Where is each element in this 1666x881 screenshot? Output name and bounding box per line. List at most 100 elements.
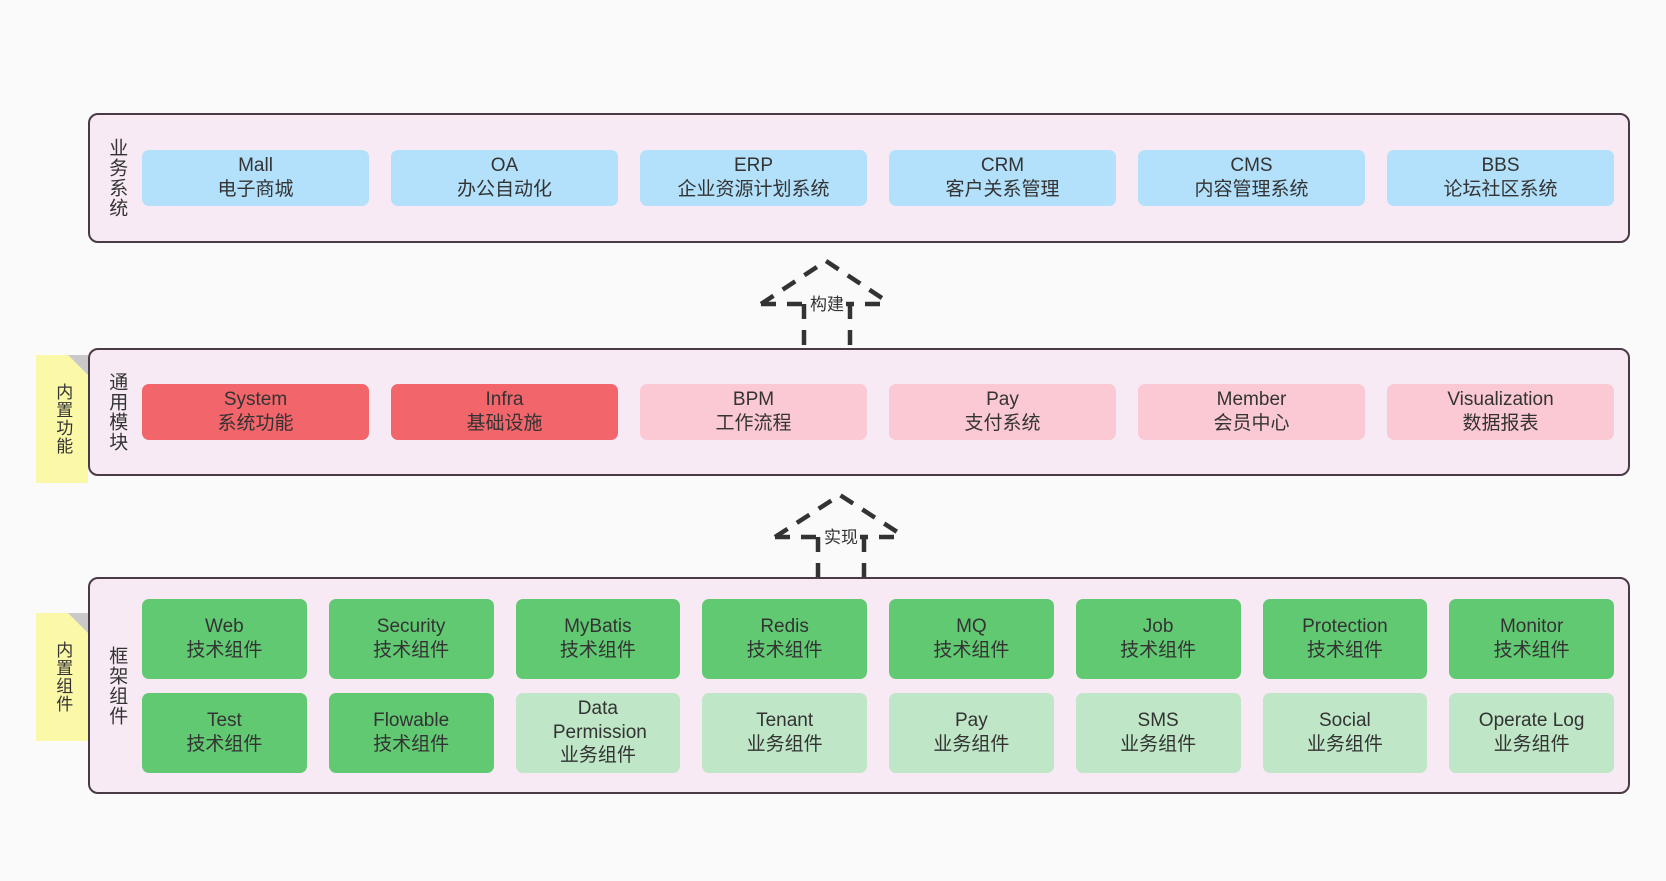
card-title: Visualization: [1447, 389, 1554, 411]
card-mq[interactable]: MQ 技术组件: [889, 598, 1054, 679]
card-member[interactable]: Member 会员中心: [1138, 384, 1365, 440]
card-title: MyBatis: [564, 615, 632, 637]
card-visualization[interactable]: Visualization 数据报表: [1387, 384, 1614, 440]
card-flowable[interactable]: Flowable 技术组件: [328, 692, 494, 773]
card-web[interactable]: Web 技术组件: [142, 598, 307, 679]
card-title: ERP: [733, 155, 774, 177]
card-title: BBS: [1481, 155, 1520, 177]
card-bpm[interactable]: BPM 工作流程: [640, 384, 867, 440]
card-subtitle: 支付系统: [964, 413, 1041, 434]
card-subtitle: 技术组件: [933, 639, 1010, 661]
card-subtitle: 业务组件: [746, 733, 823, 755]
layer-body-framework-component: Web 技术组件 Security 技术组件 MyBatis 技术组件 Redi…: [142, 579, 1628, 792]
layer-title-business-system: 业务系统: [106, 138, 128, 218]
page-fold-icon: [68, 355, 88, 375]
card-subtitle: 业务组件: [933, 733, 1010, 755]
card-subtitle: 技术组件: [1306, 639, 1383, 661]
connector-build: 构建: [756, 256, 906, 346]
note-text: 内置功能: [53, 383, 73, 455]
card-title: Mall: [238, 155, 273, 177]
card-crm[interactable]: CRM 客户关系管理: [889, 150, 1116, 206]
card-mall[interactable]: Mall 电子商城: [142, 150, 369, 206]
page-fold-icon: [68, 613, 88, 633]
card-subtitle: 技术组件: [373, 639, 450, 661]
card-subtitle: 内容管理系统: [1194, 179, 1309, 200]
card-title: Protection: [1302, 615, 1388, 637]
card-subtitle: 技术组件: [186, 639, 263, 661]
card-title: Web: [205, 615, 244, 637]
card-pay[interactable]: Pay 支付系统: [889, 384, 1116, 440]
card-subtitle: 数据报表: [1462, 413, 1539, 434]
card-social[interactable]: Social 业务组件: [1262, 692, 1428, 773]
card-oa[interactable]: OA 办公自动化: [391, 150, 618, 206]
connector-implement: 实现: [770, 490, 920, 578]
card-subtitle: 技术组件: [373, 733, 450, 755]
card-mybatis[interactable]: MyBatis 技术组件: [515, 598, 681, 679]
card-tenant[interactable]: Tenant 业务组件: [702, 692, 867, 773]
card-subtitle: 企业资源计划系统: [677, 179, 830, 200]
card-system[interactable]: System 系统功能: [142, 384, 369, 440]
connector-build-label: 构建: [808, 290, 846, 315]
card-title: MQ: [956, 615, 987, 637]
card-subtitle: 业务组件: [1493, 733, 1570, 755]
card-row: System 系统功能 Infra 基础设施 BPM 工作流程 Pay 支付系统…: [142, 384, 1614, 440]
card-protection[interactable]: Protection 技术组件: [1262, 598, 1428, 679]
card-title: CMS: [1230, 155, 1273, 177]
note-builtin-feature: 内置功能: [36, 355, 88, 483]
card-title: Operate Log: [1478, 709, 1585, 731]
card-title: System: [223, 389, 288, 411]
card-subtitle: 业务组件: [1120, 733, 1197, 755]
card-data-permission[interactable]: Data Permission 业务组件: [515, 692, 681, 773]
layer-framework-component: 框架组件 Web 技术组件 Security 技术组件 MyBatis 技术组件…: [88, 577, 1630, 794]
card-operate-log[interactable]: Operate Log 业务组件: [1449, 692, 1614, 773]
card-title: Monitor: [1499, 615, 1564, 637]
card-subtitle: 技术组件: [186, 733, 263, 755]
card-title: CRM: [980, 155, 1025, 177]
card-subtitle: 客户关系管理: [945, 179, 1060, 200]
card-title: Pay: [955, 709, 988, 731]
card-subtitle: 技术组件: [746, 639, 823, 661]
card-title: Redis: [760, 615, 809, 637]
card-subtitle: 技术组件: [1493, 639, 1570, 661]
card-security[interactable]: Security 技术组件: [328, 598, 494, 679]
note-builtin-component: 内置组件: [36, 613, 88, 741]
card-title: Infra: [485, 389, 524, 411]
card-subtitle: 业务组件: [559, 745, 636, 767]
card-pay-component[interactable]: Pay 业务组件: [889, 692, 1054, 773]
card-subtitle: 系统功能: [217, 413, 294, 434]
card-title: Test: [206, 709, 242, 731]
card-title: Data Permission: [552, 697, 647, 743]
card-job[interactable]: Job 技术组件: [1075, 598, 1241, 679]
card-monitor[interactable]: Monitor 技术组件: [1449, 598, 1614, 679]
card-title: Pay: [986, 389, 1019, 411]
card-subtitle: 论坛社区系统: [1443, 179, 1558, 200]
layer-business-system: 业务系统 Mall 电子商城 OA 办公自动化 ERP 企业资源计划系统 CRM…: [88, 113, 1630, 243]
card-erp[interactable]: ERP 企业资源计划系统: [640, 150, 867, 206]
card-subtitle: 业务组件: [1306, 733, 1383, 755]
layer-body-business-system: Mall 电子商城 OA 办公自动化 ERP 企业资源计划系统 CRM 客户关系…: [142, 115, 1628, 241]
note-text: 内置组件: [53, 641, 73, 713]
card-title: BPM: [732, 389, 775, 411]
card-redis[interactable]: Redis 技术组件: [702, 598, 867, 679]
connector-implement-label: 实现: [822, 523, 860, 548]
card-subtitle: 办公自动化: [456, 179, 552, 200]
card-subtitle: 基础设施: [466, 413, 543, 434]
layer-common-module: 通用模块 System 系统功能 Infra 基础设施 BPM 工作流程 Pay…: [88, 348, 1630, 476]
card-infra[interactable]: Infra 基础设施: [391, 384, 618, 440]
layer-body-common-module: System 系统功能 Infra 基础设施 BPM 工作流程 Pay 支付系统…: [142, 350, 1628, 474]
card-subtitle: 技术组件: [1120, 639, 1197, 661]
layer-title-common-module: 通用模块: [106, 372, 128, 452]
card-subtitle: 工作流程: [715, 413, 792, 434]
card-title: Social: [1319, 709, 1371, 731]
card-subtitle: 电子商城: [217, 179, 294, 200]
card-row: Mall 电子商城 OA 办公自动化 ERP 企业资源计划系统 CRM 客户关系…: [142, 150, 1614, 206]
card-test[interactable]: Test 技术组件: [142, 692, 307, 773]
card-title: Flowable: [373, 709, 450, 731]
card-cms[interactable]: CMS 内容管理系统: [1138, 150, 1365, 206]
layer-title-framework-component: 框架组件: [106, 645, 128, 726]
card-title: Job: [1142, 615, 1174, 637]
card-title: SMS: [1137, 709, 1179, 731]
card-bbs[interactable]: BBS 论坛社区系统: [1387, 150, 1614, 206]
card-title: Tenant: [756, 709, 814, 731]
card-sms[interactable]: SMS 业务组件: [1075, 692, 1241, 773]
